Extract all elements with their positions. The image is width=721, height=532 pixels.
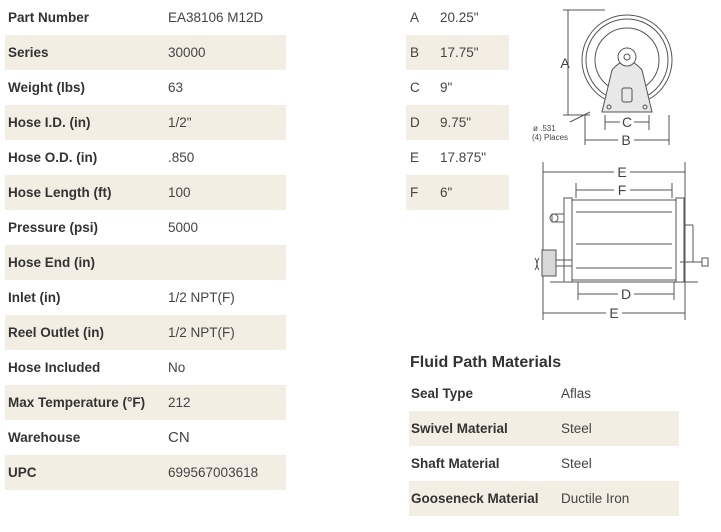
spec-row-hose-od: Hose O.D. (in) .850	[5, 140, 286, 175]
spec-label: Hose Included	[8, 360, 101, 375]
fluid-label: Seal Type	[411, 386, 474, 401]
dimension-letter: F	[410, 185, 419, 200]
reel-front-view	[563, 9, 673, 145]
dimension-label-b: B	[621, 132, 630, 148]
spec-row-upc: UPC 699567003618	[5, 455, 286, 490]
dimension-value: 20.25"	[440, 10, 479, 25]
fluid-value: Steel	[561, 421, 592, 436]
fluid-label: Swivel Material	[411, 421, 508, 436]
spec-row-inlet: Inlet (in) 1/2 NPT(F)	[5, 280, 286, 315]
spec-value: No	[168, 360, 186, 375]
specifications-table: Part Number EA38106 M12D Series 30000 Weig…	[5, 0, 286, 490]
spec-label: Hose O.D. (in)	[8, 150, 98, 165]
fluid-value: Aflas	[561, 386, 592, 401]
spec-row-reel-outlet: Reel Outlet (in) 1/2 NPT(F)	[5, 315, 286, 350]
fluid-row-shaft-material: Shaft Material Steel	[409, 446, 679, 481]
spec-value: 1/2 NPT(F)	[168, 325, 235, 340]
dimension-value: 17.75"	[440, 45, 479, 60]
hose-reel-dimension-drawing: A C B E F D E ø .531 (4) Places	[532, 9, 709, 321]
spec-row-hose-included: Hose Included No	[5, 350, 286, 385]
spec-value: 30000	[168, 45, 206, 60]
dimension-letter: D	[410, 115, 420, 130]
spec-value: 5000	[168, 220, 199, 235]
spec-value: 1/2"	[168, 115, 192, 130]
spec-row-max-temperature: Max Temperature (°F) 212	[5, 385, 286, 420]
dimension-value: 6"	[440, 185, 453, 200]
dimension-value: 9"	[440, 80, 453, 95]
fluid-row-seal-type: Seal Type Aflas	[409, 376, 679, 411]
spec-value: 212	[168, 395, 191, 410]
spec-value: CN	[168, 429, 190, 446]
dimension-label-e-top: E	[617, 164, 626, 180]
dimension-label-c: C	[622, 114, 632, 130]
dimension-row-c: C 9"	[406, 70, 509, 105]
spec-label: Hose Length (ft)	[8, 185, 112, 200]
dimension-value: 9.75"	[440, 115, 472, 130]
hole-note-places: (4) Places	[532, 133, 568, 142]
reel-side-view	[534, 162, 709, 320]
spec-label: Weight (lbs)	[8, 80, 85, 95]
dimension-label-a: A	[560, 55, 570, 71]
spec-label: Inlet (in)	[8, 290, 61, 305]
spec-value: EA38106 M12D	[168, 10, 264, 25]
spec-row-weight: Weight (lbs) 63	[5, 70, 286, 105]
spec-row-pressure: Pressure (psi) 5000	[5, 210, 286, 245]
dimension-label-e-bottom: E	[609, 305, 618, 321]
dimension-label-d: D	[621, 286, 631, 302]
dimension-letter: B	[410, 45, 420, 60]
spec-value: .850	[168, 150, 195, 165]
spec-value: 699567003618	[168, 465, 259, 480]
spec-label: Series	[8, 45, 49, 60]
spec-value: 1/2 NPT(F)	[168, 290, 235, 305]
spec-label: Hose End (in)	[8, 255, 95, 270]
spec-label: Max Temperature (°F)	[8, 395, 146, 410]
fluid-label: Shaft Material	[411, 456, 500, 471]
hole-note-diameter: ø .531	[533, 124, 556, 133]
spec-row-hose-length: Hose Length (ft) 100	[5, 175, 286, 210]
spec-value: 63	[168, 80, 184, 95]
fluid-label: Gooseneck Material	[411, 491, 539, 506]
dimension-label-f: F	[618, 182, 627, 198]
spec-row-hose-id: Hose I.D. (in) 1/2"	[5, 105, 286, 140]
dimension-letter: A	[410, 10, 420, 25]
dimension-row-e: E 17.875"	[406, 140, 509, 175]
dimension-value: 17.875"	[440, 150, 487, 165]
spec-value: 100	[168, 185, 191, 200]
dimension-letter: C	[410, 80, 420, 95]
fluid-value: Steel	[561, 456, 592, 471]
spec-label: Warehouse	[8, 430, 81, 445]
spec-label: Reel Outlet (in)	[8, 325, 105, 340]
spec-row-series: Series 30000	[5, 35, 286, 70]
dimensions-table: A 20.25" B 17.75" C 9" D 9.75" E 17.875" F 6"	[406, 0, 509, 210]
dimension-letter: E	[410, 150, 420, 165]
spec-label: UPC	[8, 465, 37, 480]
spec-row-warehouse: Warehouse CN	[5, 420, 286, 455]
fluid-row-gooseneck-material: Gooseneck Material Ductile Iron	[409, 481, 679, 516]
dimension-row-d: D 9.75"	[406, 105, 509, 140]
spec-row-part-number: Part Number EA38106 M12D	[5, 0, 286, 35]
spec-row-hose-end: Hose End (in)	[5, 245, 286, 280]
spec-label: Part Number	[8, 10, 90, 25]
dimension-row-b: B 17.75"	[406, 35, 509, 70]
spec-label: Hose I.D. (in)	[8, 115, 91, 130]
fluid-value: Ductile Iron	[561, 491, 630, 506]
spec-label: Pressure (psi)	[8, 220, 99, 235]
dimension-row-f: F 6"	[406, 175, 509, 210]
fluid-row-swivel-material: Swivel Material Steel	[409, 411, 679, 446]
fluid-path-materials-heading: Fluid Path Materials	[410, 354, 562, 371]
dimension-row-a: A 20.25"	[406, 0, 509, 35]
